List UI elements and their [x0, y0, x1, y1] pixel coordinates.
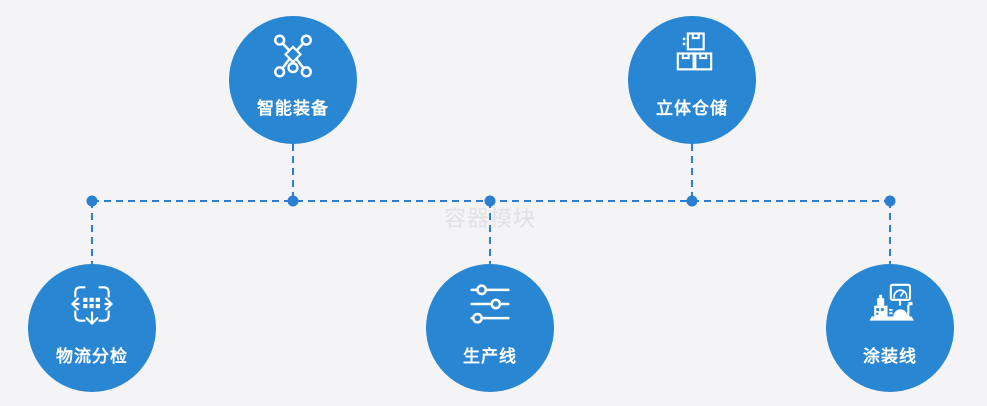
junction-dot [86, 195, 98, 207]
node-production-line[interactable]: 生产线 [426, 264, 554, 392]
console-icon [869, 283, 914, 321]
node-painting-line[interactable]: 涂装线 [826, 264, 954, 392]
network-icon [273, 34, 313, 78]
sliders-icon [470, 284, 510, 324]
boxes-icon [676, 32, 713, 71]
junction-dot [884, 195, 896, 207]
junction-dot [287, 195, 299, 207]
node-smart-equipment[interactable]: 智能装备 [229, 16, 357, 144]
node-label: 涂装线 [863, 347, 917, 366]
node-label: 智能装备 [257, 99, 329, 118]
node-label: 立体仓储 [656, 99, 728, 118]
junction-dot [686, 195, 698, 207]
node-stereo-warehouse[interactable]: 立体仓储 [628, 16, 756, 144]
node-label: 生产线 [463, 347, 517, 366]
cross-arrows-icon [71, 286, 113, 325]
node-label: 物流分检 [56, 347, 128, 366]
junction-dot [484, 195, 496, 207]
node-logistics-sorting[interactable]: 物流分检 [28, 264, 156, 392]
